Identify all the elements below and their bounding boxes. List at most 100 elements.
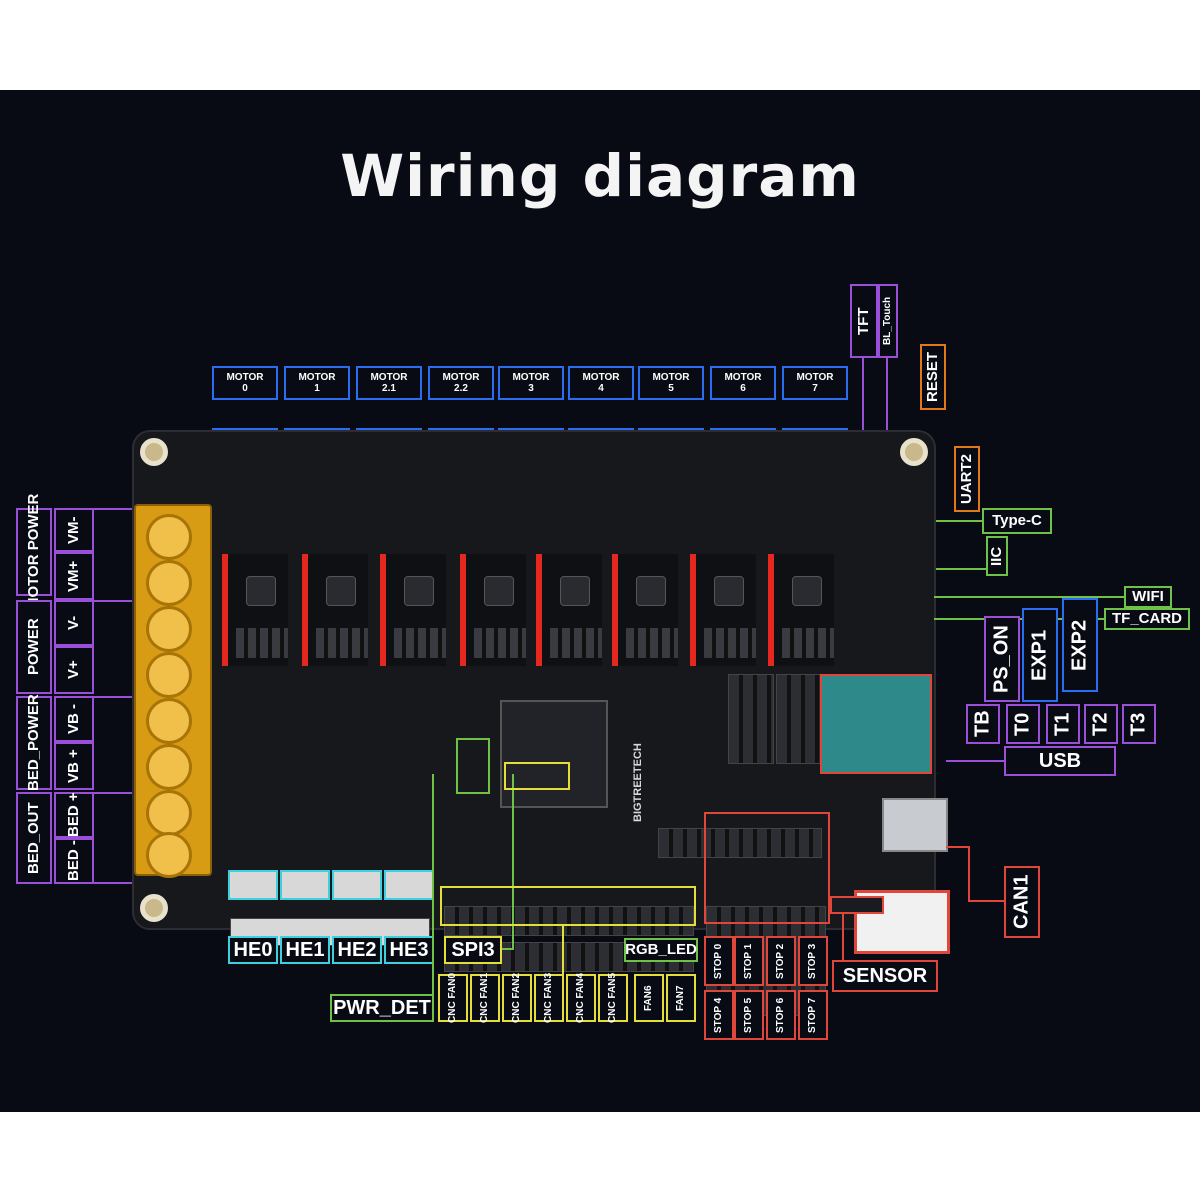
motor-label-text: MOTOR (796, 372, 834, 383)
power-terminal-block (134, 504, 212, 878)
connector-line (94, 508, 132, 510)
connector-line (94, 882, 132, 884)
connector-line (936, 568, 986, 570)
stepper-driver (690, 554, 756, 666)
driver-pins (704, 628, 756, 658)
driver-chip (560, 576, 590, 606)
terminal-screw (146, 606, 192, 652)
motor-label-number: 4 (598, 383, 604, 394)
wifi-label: WIFI (1124, 586, 1172, 608)
stepper-driver (460, 554, 526, 666)
iic-label: IIC (986, 536, 1008, 576)
endstop-label: STOP 7 (798, 990, 828, 1040)
exp1-label: EXP1 (1022, 608, 1058, 702)
driver-chip (484, 576, 514, 606)
heater-terminal (384, 870, 434, 900)
thermistor-label: T1 (1046, 704, 1080, 744)
connector-line (512, 774, 514, 950)
exp2-label: EXP2 (1062, 598, 1098, 692)
heater-terminal (332, 870, 382, 900)
connector-line (94, 696, 132, 698)
motor-label-text: MOTOR (512, 372, 550, 383)
fan-label: FAN7 (666, 974, 696, 1022)
vm-minus-label: VM- (54, 508, 94, 552)
terminal-screw (146, 652, 192, 698)
stepper-driver (380, 554, 446, 666)
motor-label-number: 2.2 (454, 383, 468, 394)
motor-power-label: MOTOR POWER (16, 494, 52, 610)
tf-card-label: TF_CARD (1104, 608, 1190, 630)
heater-label: HE3 (384, 936, 434, 964)
fan-headers-row1 (444, 906, 694, 936)
heater-label: HE0 (228, 936, 278, 964)
fan-label: FAN6 (634, 974, 664, 1022)
thermistor-label: TB (966, 704, 1000, 744)
mounting-hole (140, 438, 168, 466)
fan-label: CNC FAN1 (470, 973, 500, 1023)
fan-label: CNC FAN0 (438, 973, 468, 1023)
bed-power-label: BED_POWER (16, 695, 52, 791)
sensor-header (830, 896, 884, 914)
endstop-label: STOP 3 (798, 936, 828, 986)
driver-pins (550, 628, 602, 658)
spi3-header (504, 762, 570, 790)
fan-label: CNC FAN5 (598, 973, 628, 1023)
connector-line (862, 358, 864, 430)
driver-chip (404, 576, 434, 606)
connector-line (936, 520, 982, 522)
exp1-header (728, 674, 774, 764)
endstop-label: STOP 4 (704, 990, 734, 1040)
driver-pins (236, 628, 288, 658)
endstop-label: STOP 6 (766, 990, 796, 1040)
motor-label-number: 3 (528, 383, 534, 394)
fan-label: CNC FAN2 (502, 973, 532, 1023)
heater-label: HE2 (332, 936, 382, 964)
reset-label: RESET (920, 344, 946, 410)
terminal-screw (146, 832, 192, 878)
type-c-label: Type-C (982, 508, 1052, 534)
bed-minus-label: BED - (54, 838, 94, 884)
vb-minus-label: VB - (54, 696, 94, 742)
bl-touch-label: BL_Touch (878, 284, 898, 358)
heater-terminal (228, 870, 278, 900)
page-title: Wiring diagram (340, 142, 860, 210)
stepper-driver (302, 554, 368, 666)
driver-pins (782, 628, 834, 658)
terminal-screw (146, 790, 192, 836)
sensor-label: SENSOR (832, 960, 938, 992)
uart2-label: UART2 (954, 446, 980, 512)
driver-chip (246, 576, 276, 606)
motor-label-text: MOTOR (442, 372, 480, 383)
v-minus-label: V- (54, 600, 94, 646)
connector-line (842, 912, 844, 960)
connector-line (934, 596, 1124, 598)
motor-label-text: MOTOR (370, 372, 408, 383)
stepper-driver (768, 554, 834, 666)
usb-port (882, 798, 948, 852)
vb-plus-label: VB + (54, 742, 94, 790)
terminal-screw (146, 698, 192, 744)
driver-chip (714, 576, 744, 606)
motor-label-text: MOTOR (724, 372, 762, 383)
bed-out-label: BED_OUT (16, 792, 52, 884)
stepper-driver (536, 554, 602, 666)
motor-label-number: 0 (242, 383, 248, 394)
heater-terminal (280, 870, 330, 900)
stepper-driver (222, 554, 288, 666)
rgb-led-label: RGB_LED (624, 938, 698, 962)
sd-card-module (820, 674, 932, 774)
driver-chip (326, 576, 356, 606)
motor-label-text: MOTOR (298, 372, 336, 383)
terminal-screw (146, 514, 192, 560)
connector-line (502, 948, 514, 950)
pwr-det-label: PWR_DET (330, 994, 434, 1022)
terminal-screw (146, 560, 192, 606)
motor-label-number: 7 (812, 383, 818, 394)
connector-line (946, 760, 1004, 762)
driver-pins (316, 628, 368, 658)
motor-label-number: 6 (740, 383, 746, 394)
